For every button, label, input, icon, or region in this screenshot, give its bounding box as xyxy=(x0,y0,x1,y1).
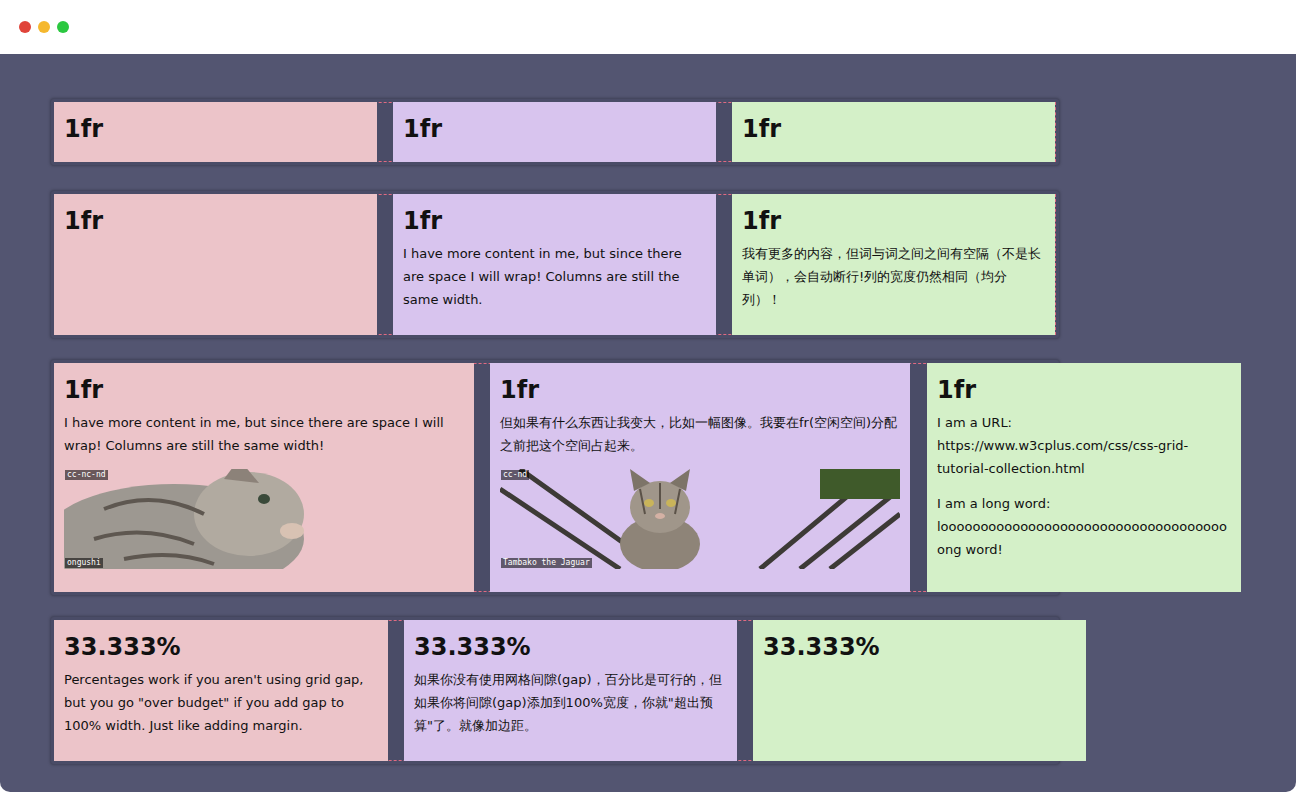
cell-heading: 1fr xyxy=(64,375,464,405)
grid-cell: 1fr xyxy=(732,102,1055,162)
grid-cell: 1fr 我有更多的内容，但词与词之间之间有空隔（不是长单词），会自动断行!列的宽度… xyxy=(732,194,1055,335)
cell-text: I am a URL: https://www.w3cplus.com/css/… xyxy=(937,411,1231,480)
grid-cell: 1fr I have more content in me, but since … xyxy=(54,363,474,592)
grid-cell: 1fr xyxy=(54,102,377,162)
photo-credit: Tambako the Jaguar xyxy=(501,558,592,568)
cell-heading: 33.333% xyxy=(414,632,727,662)
cell-heading: 1fr xyxy=(64,206,367,236)
cell-heading: 1fr xyxy=(500,375,900,405)
cell-text: Percentages work if you aren't using gri… xyxy=(64,668,378,737)
grid-cell: 1fr xyxy=(393,102,716,162)
grid-cell: 1fr I am a URL: https://www.w3cplus.com/c… xyxy=(927,363,1241,592)
grid-cell: 33.333% 如果你没有使用网格间隙(gap)，百分比是可行的，但如果你将间隙(… xyxy=(404,620,737,761)
window-bar xyxy=(0,0,1296,54)
grid-cell: 33.333% xyxy=(753,620,1086,761)
photo-credit: ongushi xyxy=(65,558,103,568)
grid-cell: 33.333% Percentages work if you aren't us… xyxy=(54,620,388,761)
grid-cell: 1fr xyxy=(54,194,377,335)
cat-photo xyxy=(64,469,464,569)
cell-text: 但如果有什么东西让我变大，比如一幅图像。我要在fr(空闲空间)分配之前把这个空间… xyxy=(500,411,900,457)
image-frame: cc-nc-nd ongushi xyxy=(64,469,464,569)
cell-heading: 1fr xyxy=(937,375,1231,405)
cell-text: 如果你没有使用网格间隙(gap)，百分比是可行的，但如果你将间隙(gap)添加到… xyxy=(414,668,727,737)
cell-text: I have more content in me, but since the… xyxy=(64,411,464,457)
image-frame: cc-ndTambako the Jaguar xyxy=(500,469,900,569)
cell-heading: 1fr xyxy=(64,114,367,144)
cat-photo xyxy=(500,469,900,569)
cell-heading: 1fr xyxy=(742,206,1045,236)
photo-credit: cc-nc-nd xyxy=(65,470,108,480)
cell-heading: 1fr xyxy=(742,114,1045,144)
cell-text: I am a long word: looooooooooooooooooooo… xyxy=(937,492,1231,561)
window-buttons xyxy=(0,0,1296,54)
grid-cell: 1fr I have more content in me, but since … xyxy=(393,194,716,335)
cell-heading: 33.333% xyxy=(763,632,1076,662)
cell-text: 我有更多的内容，但词与词之间之间有空隔（不是长单词），会自动断行!列的宽度仍然相… xyxy=(742,242,1045,311)
photo-credit: cc-nd xyxy=(501,470,529,480)
grid-cell: 1fr 但如果有什么东西让我变大，比如一幅图像。我要在fr(空闲空间)分配之前把这… xyxy=(490,363,910,592)
cell-heading: 33.333% xyxy=(64,632,378,662)
cell-heading: 1fr xyxy=(403,206,706,236)
cell-heading: 1fr xyxy=(403,114,706,144)
cell-text: I have more content in me, but since the… xyxy=(403,242,706,311)
